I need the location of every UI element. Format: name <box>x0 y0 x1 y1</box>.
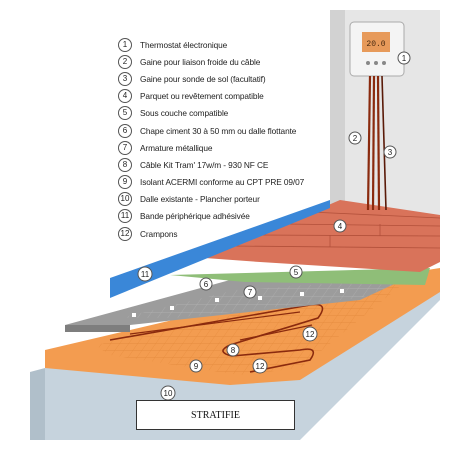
callout-7: 7 <box>243 285 257 299</box>
wall-shadow <box>330 10 345 216</box>
legend-number: 8 <box>118 157 132 172</box>
legend-item: 2 Gaine pour liaison froide du câble <box>118 53 353 70</box>
svg-text:3: 3 <box>388 148 393 157</box>
legend-item: 3 Gaine pour sonde de sol (facultatif) <box>118 70 353 87</box>
legend-item: 5 Sous couche compatible <box>118 105 353 122</box>
svg-text:4: 4 <box>338 222 343 231</box>
caption-box: STRATIFIE <box>136 400 295 430</box>
legend-text: Isolant ACERMI conforme au CPT PRE 09/07 <box>140 177 305 188</box>
svg-text:6: 6 <box>204 280 209 289</box>
parquet-joints <box>231 211 441 249</box>
svg-text:12: 12 <box>256 362 265 371</box>
legend-number: 6 <box>118 123 132 138</box>
callout-12b: 12 <box>252 358 268 374</box>
screed-front <box>65 325 130 332</box>
legend-text: Bande périphérique adhésivée <box>140 211 250 222</box>
callout-6: 6 <box>199 277 213 291</box>
legend-item: 12 Crampons <box>118 225 353 242</box>
callout-4: 4 <box>333 219 347 233</box>
legend-text: Dalle existante - Plancher porteur <box>140 194 260 205</box>
svg-text:12: 12 <box>306 330 315 339</box>
legend-item: 10 Dalle existante - Plancher porteur <box>118 191 353 208</box>
heating-cable <box>109 303 324 373</box>
metal-mesh <box>120 278 410 318</box>
svg-text:11: 11 <box>141 270 150 279</box>
legend-text: Crampons <box>140 228 178 239</box>
callout-3: 3 <box>383 145 397 159</box>
legend-text: Parquet ou revêtement compatible <box>140 91 264 102</box>
callout-9: 9 <box>189 359 203 373</box>
svg-text:5: 5 <box>294 268 299 277</box>
svg-text:9: 9 <box>194 362 199 371</box>
legend-number: 11 <box>118 209 132 224</box>
legend-text: Sous couche compatible <box>140 108 229 119</box>
cable-conduits <box>366 75 381 211</box>
callout-2: 2 <box>348 131 362 145</box>
legend-item: 11 Bande périphérique adhésivée <box>118 208 353 225</box>
thermostat-screen <box>362 32 390 52</box>
thermostat-display: 20.0 <box>366 40 385 49</box>
legend-number: 2 <box>118 54 132 69</box>
callout-10: 10 <box>160 385 176 401</box>
legend-number: 4 <box>118 89 132 104</box>
legend-item: 6 Chape ciment 30 à 50 mm ou dalle flotta… <box>118 122 353 139</box>
legend-number: 1 <box>118 37 132 52</box>
legend-item: 9 Isolant ACERMI conforme au CPT PRE 09/0… <box>118 174 353 191</box>
thermostat-buttons <box>366 61 386 65</box>
legend-item: 4 Parquet ou revêtement compatible <box>118 88 353 105</box>
svg-text:1: 1 <box>402 54 407 63</box>
svg-text:2: 2 <box>353 134 358 143</box>
legend-text: Gaine pour liaison froide du câble <box>140 56 261 67</box>
legend-number: 12 <box>118 226 132 241</box>
perimeter-strip <box>110 200 330 298</box>
callout-1: 1 <box>397 51 411 65</box>
callout-5: 5 <box>289 265 303 279</box>
legend-number: 9 <box>118 175 132 190</box>
legend-number: 3 <box>118 71 132 86</box>
legend-number: 10 <box>118 192 132 207</box>
svg-text:10: 10 <box>164 389 173 398</box>
legend-item: 7 Armature métallique <box>118 139 353 156</box>
mesh-clips <box>132 289 344 317</box>
legend-number: 7 <box>118 140 132 155</box>
svg-text:8: 8 <box>231 346 236 355</box>
heating-cable-return <box>129 311 313 341</box>
legend-number: 5 <box>118 106 132 121</box>
probe-sheath <box>381 75 387 211</box>
callout-11: 11 <box>137 266 153 282</box>
caption: STRATIFIE <box>191 409 240 421</box>
svg-text:7: 7 <box>248 288 253 297</box>
callout-8: 8 <box>226 343 240 357</box>
existing-slab-side <box>30 368 45 440</box>
legend-text: Thermostat électronique <box>140 39 228 50</box>
legend-text: Armature métallique <box>140 142 213 153</box>
legend: 1 Thermostat électronique 2 Gaine pour liai… <box>118 36 353 242</box>
callout-12a: 12 <box>302 326 318 342</box>
parquet-boards <box>205 200 440 272</box>
legend-text: Câble Kit Tram' 17w/m - 930 NF CE <box>140 159 269 170</box>
callouts: 1 2 3 4 5 6 7 8 9 10 11 12 12 <box>137 51 411 401</box>
legend-item: 1 Thermostat électronique <box>118 36 353 53</box>
legend-text: Chape ciment 30 à 50 mm ou dalle flottan… <box>140 125 297 136</box>
legend-item: 8 Câble Kit Tram' 17w/m - 930 NF CE <box>118 156 353 173</box>
legend-text: Gaine pour sonde de sol (facultatif) <box>140 73 266 84</box>
